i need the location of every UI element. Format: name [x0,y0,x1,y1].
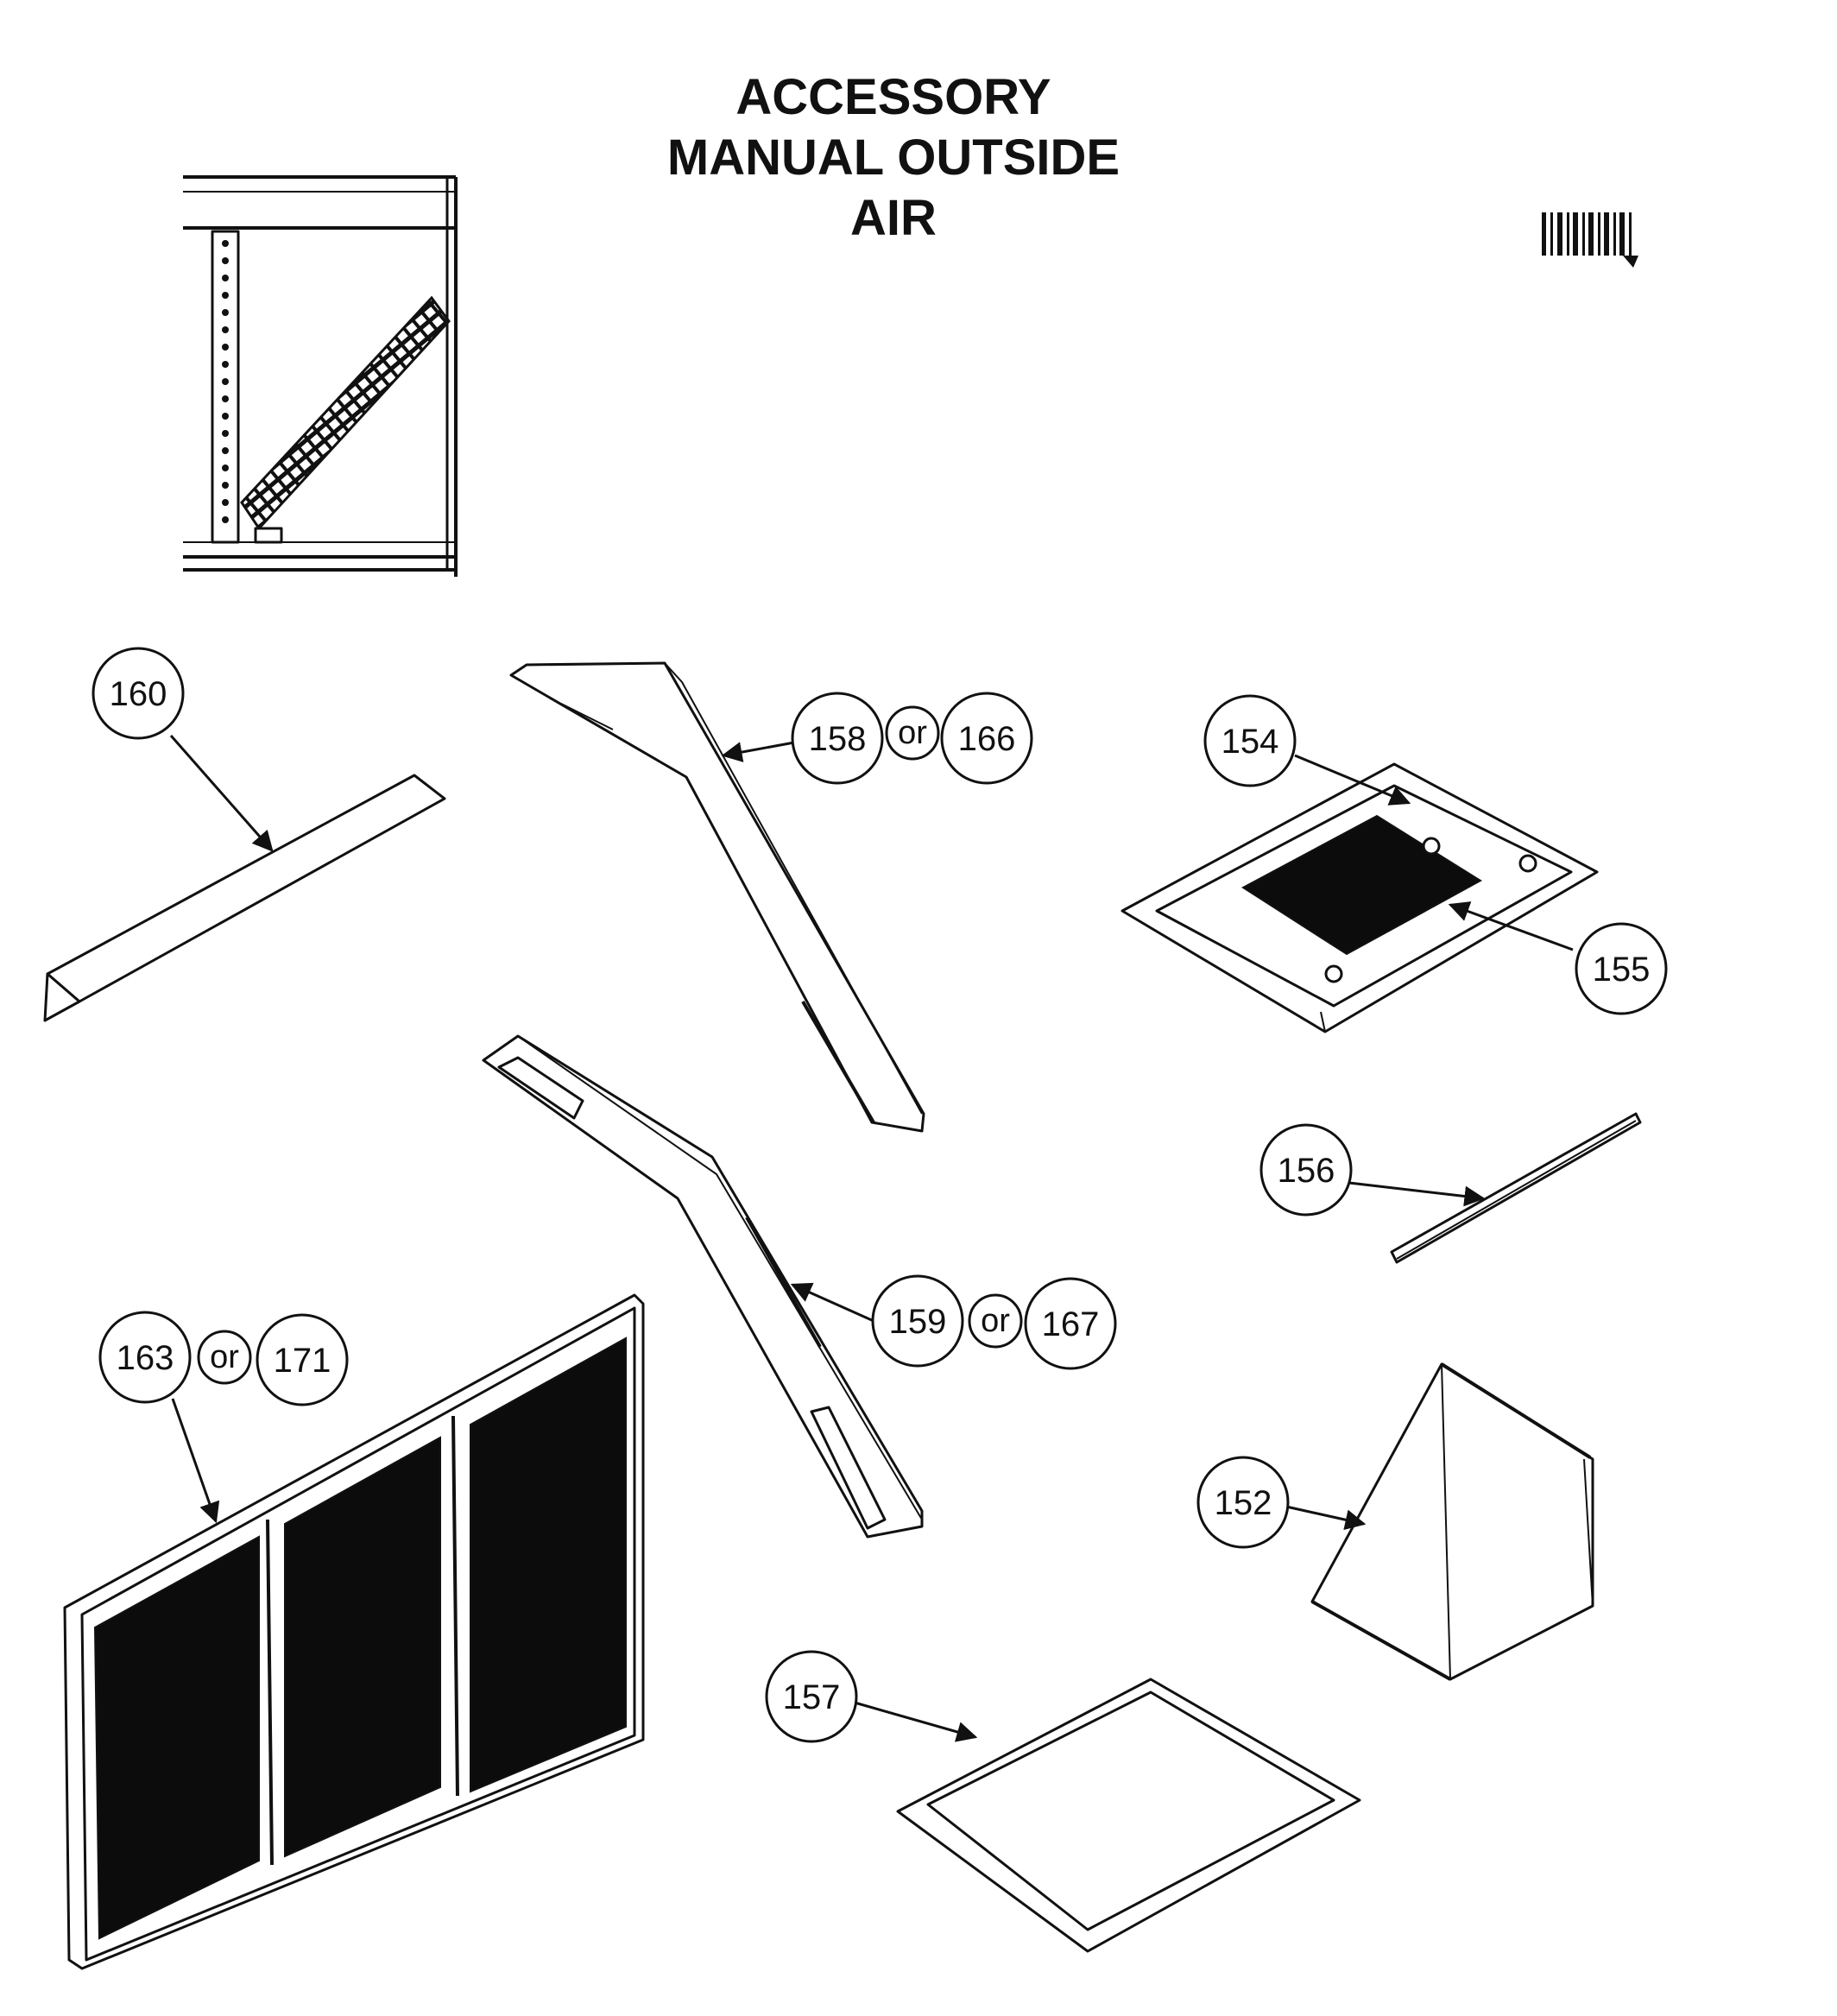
installed-view-inset [183,175,458,577]
part-155-panel [1241,814,1482,956]
svg-text:152: 152 [1215,1484,1272,1522]
callout-160: 160 [92,647,185,740]
title-line-3: AIR [850,190,937,246]
callout-156: 156 [1259,1123,1353,1217]
callout-or-159-167: or [968,1293,1023,1349]
page-title: ACCESSORY MANUAL OUTSIDE AIR [667,69,1120,246]
callout-166: 166 [940,692,1033,785]
svg-text:158: 158 [809,720,867,758]
filter-pane-3 [470,1337,627,1793]
title-line-2: MANUAL OUTSIDE [667,130,1120,186]
svg-text:156: 156 [1278,1152,1335,1190]
part-157-tray [896,1678,1361,1953]
filter-pane-2 [284,1436,441,1858]
svg-text:160: 160 [110,675,167,713]
callout-167: 167 [1024,1277,1117,1370]
svg-text:167: 167 [1042,1305,1100,1343]
part-163-171-filter-rack [63,1293,645,1970]
svg-text:163: 163 [117,1339,174,1377]
callout-163: 163 [98,1311,192,1404]
svg-text:154: 154 [1222,723,1279,761]
svg-text:or: or [981,1303,1010,1339]
callout-171: 171 [256,1313,349,1406]
svg-text:159: 159 [889,1303,947,1341]
part-154-damper-plate [1121,762,1599,1033]
svg-text:166: 166 [958,720,1016,758]
leader-lines [169,735,1574,1742]
svg-text:or: or [210,1339,239,1375]
barcode-icon [1542,212,1638,268]
part-159-167-side-rail [482,1034,924,1539]
svg-text:171: 171 [274,1342,331,1380]
title-line-1: ACCESSORY [735,69,1051,125]
callout-159: 159 [871,1274,964,1368]
callout-157: 157 [765,1650,858,1743]
callout-152: 152 [1196,1456,1290,1549]
svg-text:157: 157 [783,1678,841,1716]
part-158-166-side-rail [509,661,925,1133]
filter-pane-1 [93,1535,260,1940]
svg-text:155: 155 [1593,951,1651,989]
callout-155: 155 [1575,922,1668,1015]
svg-text:or: or [898,715,927,751]
part-156-strip [1390,1112,1642,1264]
callout-158: 158 [791,692,884,785]
callout-or-158-166: or [885,705,940,761]
part-160-angle [43,774,446,1022]
callout-or-163-171: or [197,1330,252,1385]
callout-154: 154 [1203,694,1297,787]
part-152-hood [1310,1362,1594,1681]
